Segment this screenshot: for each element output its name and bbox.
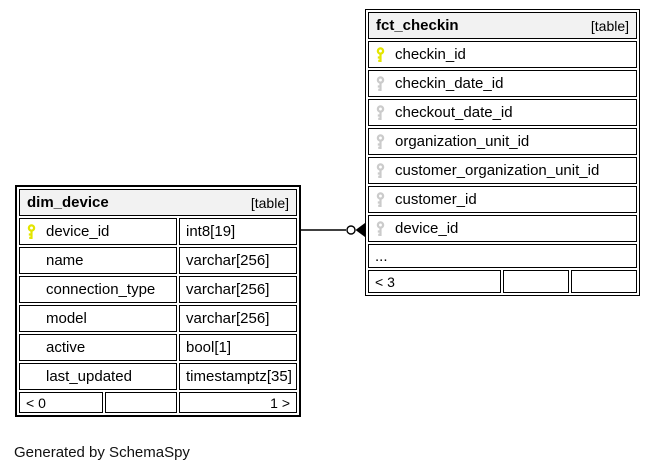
zero-or-one-circle-marker [346,225,356,235]
column-row: checkin_date_id [368,70,638,97]
column-name: customer_organization_unit_id [395,162,600,179]
primary-key-icon [27,223,36,239]
foreign-key-icon [376,162,385,178]
table-header: fct_checkin [table] [368,12,638,39]
table-name[interactable]: dim_device [27,194,109,211]
footer-spacer-cell [105,392,177,413]
foreign-key-icon [376,104,385,120]
ellipsis-row: ... [368,244,638,268]
column-name: device_id [46,223,110,240]
table-fct_checkin: fct_checkin [table] checkin_id checkin_d… [365,9,641,296]
table-footer-row: < 0 1 > [19,392,297,413]
column-cell: last_updated [19,363,177,390]
column-row: customer_organization_unit_id [368,157,638,184]
column-type: varchar[256] [179,247,297,274]
column-name: active [46,339,86,356]
column-cell: checkout_date_id [368,99,638,126]
table-dim_device: dim_device [table] device_id int8[19] na… [15,185,301,417]
column-name: checkin_id [395,46,466,63]
column-type: int8[19] [179,218,297,245]
table-header-row: fct_checkin [table] [368,12,638,39]
column-row: customer_id [368,186,638,213]
column-type: timestamptz[35] [179,363,297,390]
foreign-key-icon [376,133,385,149]
column-name: device_id [395,220,459,237]
footer-children-count: < 3 [368,270,501,293]
footer-parents-count [571,270,638,293]
primary-key-icon [376,46,385,62]
column-cell: customer_id [368,186,638,213]
column-cell: device_id [19,218,177,245]
generated-by-caption: Generated by SchemaSpy [14,444,190,461]
column-cell: connection_type [19,276,177,303]
column-row: device_id [368,215,638,242]
column-name: model [46,310,87,327]
footer-children-count: < 0 [19,392,103,413]
column-row: device_id int8[19] [19,218,297,245]
column-name: connection_type [46,281,156,298]
column-cell: name [19,247,177,274]
column-type: varchar[256] [179,305,297,332]
table-header-row: dim_device [table] [19,189,297,216]
column-row: last_updated timestamptz[35] [19,363,297,390]
column-cell: checkin_date_id [368,70,638,97]
foreign-key-icon [376,75,385,91]
column-name: name [46,252,84,269]
column-cell: checkin_id [368,41,638,68]
column-cell: model [19,305,177,332]
relationship-connector [301,223,365,237]
table-footer-row: < 3 [368,270,638,293]
column-row: name varchar[256] [19,247,297,274]
ellipsis-cell: ... [368,244,638,268]
table-name[interactable]: fct_checkin [376,17,459,34]
column-cell: customer_organization_unit_id [368,157,638,184]
footer-spacer-cell [503,270,569,293]
column-name: organization_unit_id [395,133,530,150]
column-name: last_updated [46,368,132,385]
column-cell: device_id [368,215,638,242]
column-row: active bool[1] [19,334,297,361]
column-type: bool[1] [179,334,297,361]
table-type-badge: [table] [590,17,630,34]
column-name: checkin_date_id [395,75,504,92]
column-name: checkout_date_id [395,104,513,121]
column-row: model varchar[256] [19,305,297,332]
table-type-badge: [table] [250,194,289,211]
footer-parents-count: 1 > [179,392,297,413]
column-row: organization_unit_id [368,128,638,155]
column-cell: organization_unit_id [368,128,638,155]
column-cell: active [19,334,177,361]
foreign-key-icon [376,191,385,207]
column-row: checkin_id [368,41,638,68]
column-row: checkout_date_id [368,99,638,126]
column-row: connection_type varchar[256] [19,276,297,303]
foreign-key-icon [376,220,385,236]
column-type: varchar[256] [179,276,297,303]
arrowhead-marker [355,223,365,237]
table-header: dim_device [table] [19,189,297,216]
column-name: customer_id [395,191,477,208]
